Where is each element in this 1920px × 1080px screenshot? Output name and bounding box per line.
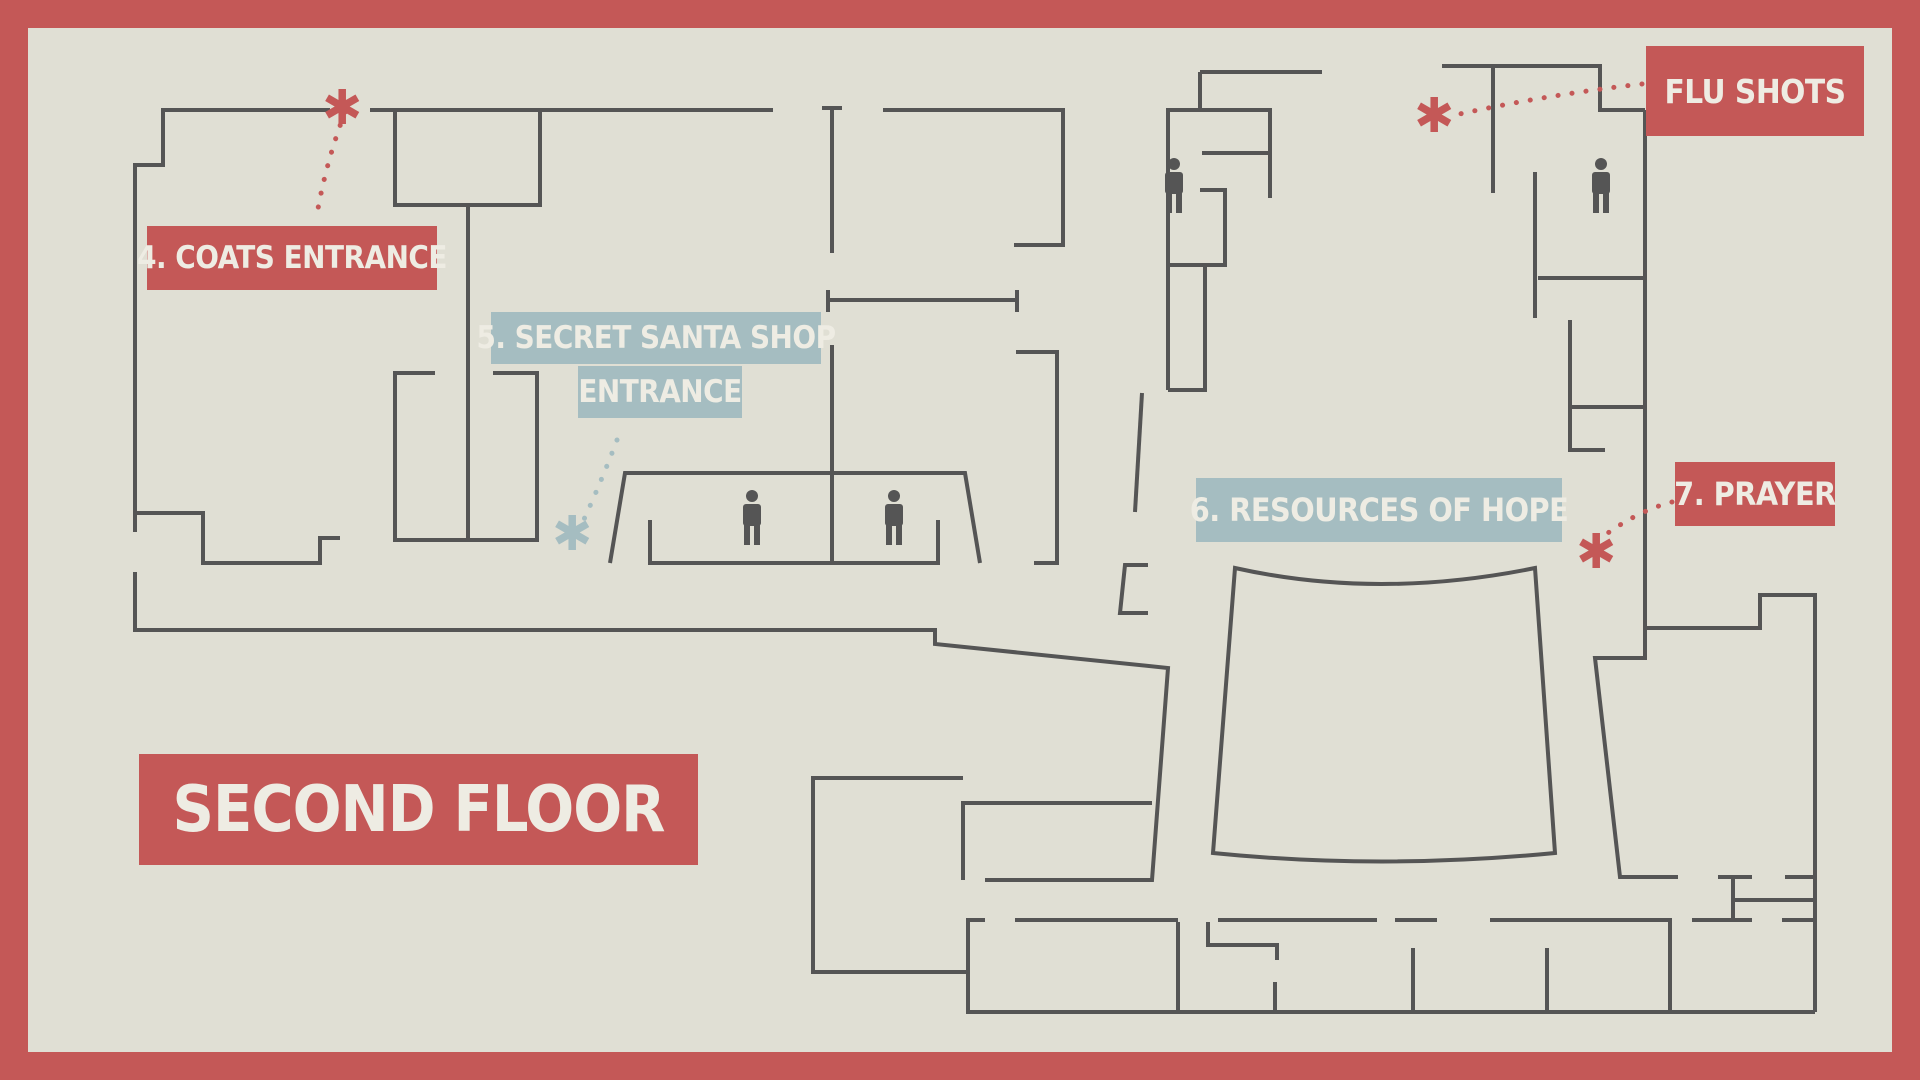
leader-lines <box>313 81 1675 538</box>
prayer-label: 7. PRAYER <box>1674 462 1836 526</box>
secret-santa-asterisk-marker-icon: ✱ <box>552 506 593 562</box>
coats-entrance-label: 4. COATS ENTRANCE <box>137 226 447 290</box>
walls <box>133 64 1817 1014</box>
flu-shots-leader <box>1452 81 1645 118</box>
restroom-person-icon <box>743 490 761 545</box>
resources-of-hope-label: 6. RESOURCES OF HOPE <box>1190 478 1569 542</box>
coats-asterisk-marker-icon: ✱ <box>322 80 363 136</box>
flu-shots-label: FLU SHOTS <box>1646 46 1864 136</box>
flu-shots-asterisk-marker-icon: ✱ <box>1414 88 1455 144</box>
restroom-person-icon <box>1592 158 1610 213</box>
prayer-asterisk-marker-icon: ✱ <box>1576 524 1617 580</box>
secret-santa-leader <box>577 437 620 531</box>
floor-title: SECOND FLOOR <box>139 754 698 865</box>
secret-santa-label-line2: ENTRANCE <box>578 366 742 418</box>
restroom-person-icon <box>1165 158 1183 213</box>
restroom-person-icon <box>885 490 903 545</box>
coats-leader <box>313 109 348 223</box>
secret-santa-label-line1: 5. SECRET SANTA SHOP <box>476 312 836 364</box>
